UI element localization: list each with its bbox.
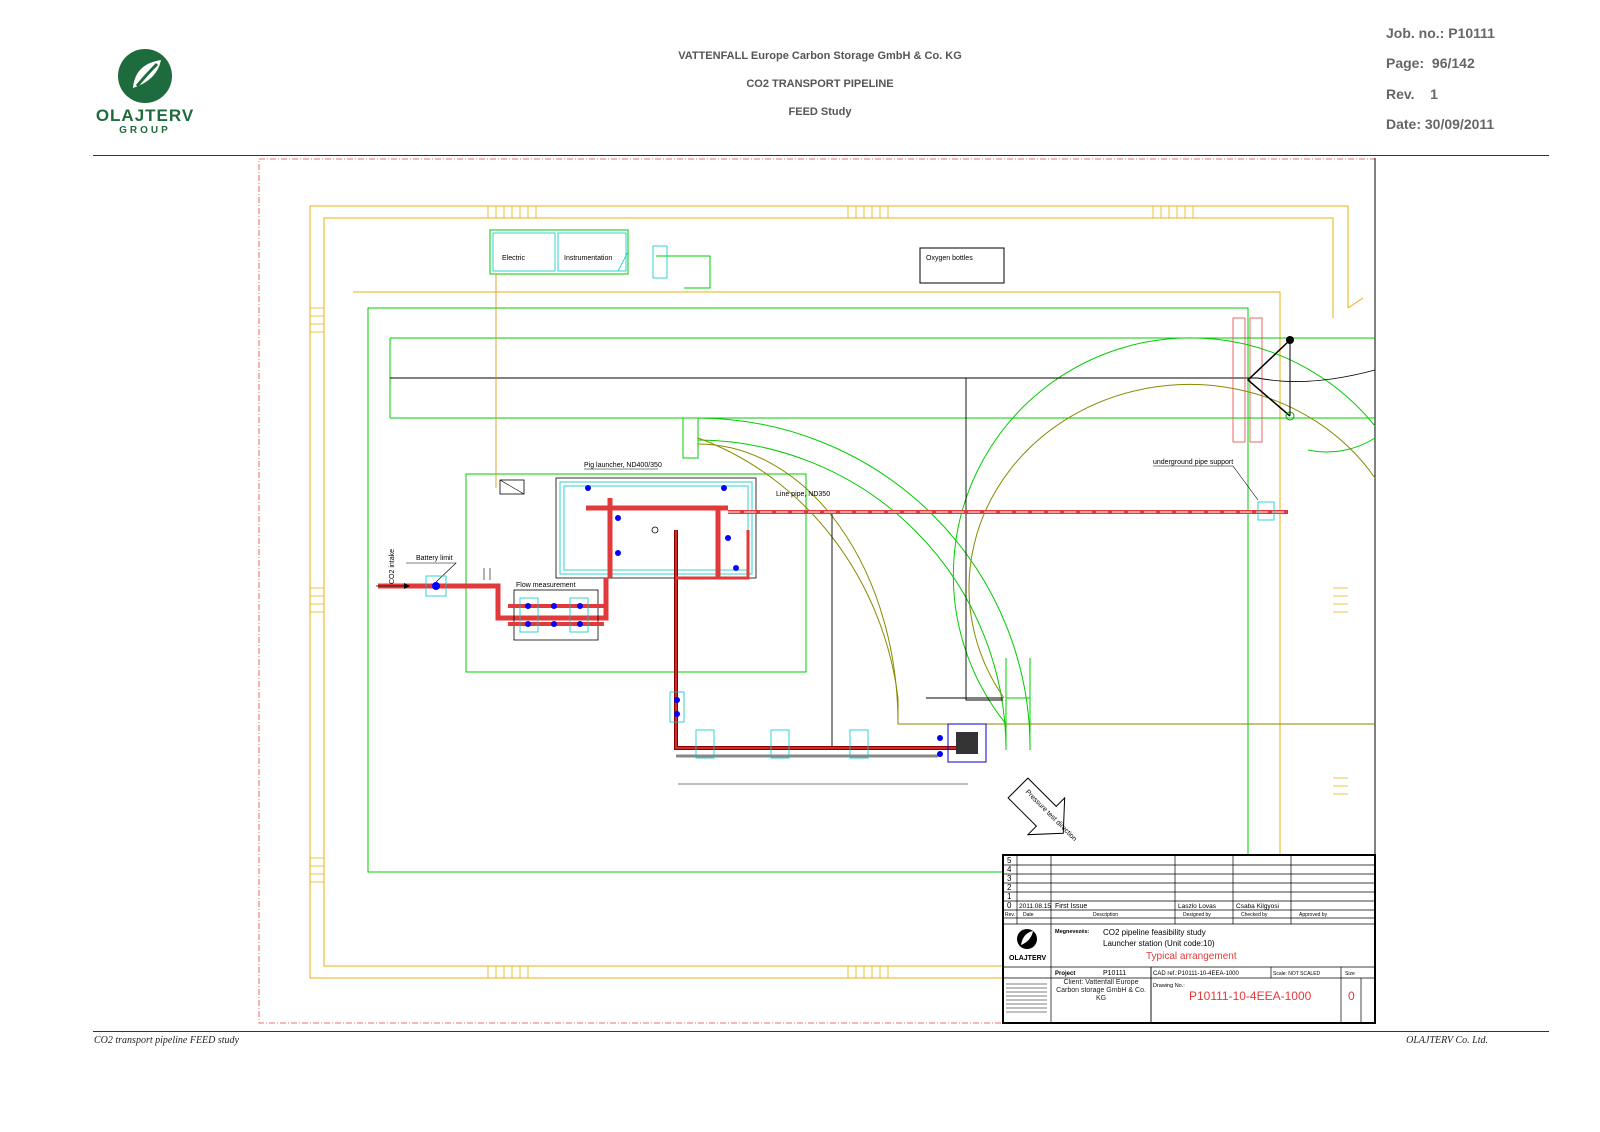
- revision-no: 0: [1348, 989, 1355, 1003]
- date: Date: 30/09/2011: [1386, 116, 1495, 132]
- gate: [1232, 317, 1295, 443]
- rev-4: 4: [1007, 865, 1012, 874]
- logo-name: OLAJTERV: [95, 106, 195, 125]
- drawing-no: P10111-10-4EEA-1000: [1189, 989, 1312, 1003]
- drawing-no-label: Drawing No.:: [1153, 983, 1185, 989]
- valve-groups: [669, 691, 987, 785]
- title-line-1: CO2 pipeline feasibility study: [1103, 928, 1206, 937]
- col-designed: Designed by: [1183, 912, 1211, 918]
- client: Client: Vattenfall Europe Carbon storage…: [1056, 979, 1146, 1002]
- battery-label: Battery limit: [416, 555, 453, 562]
- underground-support: underground pipe support Line pipe, ND35…: [776, 459, 1275, 521]
- study-line: FEED Study: [788, 106, 852, 118]
- client-line: VATTENFALL Europe Carbon Storage GmbH & …: [678, 50, 962, 62]
- rev-3: 3: [1007, 874, 1012, 883]
- footer-right: OLAJTERV Co. Ltd.: [1406, 1035, 1488, 1046]
- site-areas: [367, 255, 1376, 873]
- road-edges: [697, 383, 1376, 725]
- title-block: 5 4 3 2 1 0 2011.08.15 First Issue Laszl…: [1002, 854, 1376, 1024]
- revision: Rev. 1: [1386, 86, 1438, 102]
- megnevezes-label: Megnevezés:: [1055, 929, 1089, 935]
- page-number: Page: 96/142: [1386, 55, 1475, 71]
- rev0-date: 2011.08.15: [1019, 903, 1051, 910]
- olajterv-logo-icon: [118, 49, 172, 103]
- scale: Scale: NOT SCALED: [1273, 971, 1321, 977]
- oxygen-bottles: Oxygen bottles: [919, 247, 1005, 284]
- rev-2: 2: [1007, 883, 1012, 892]
- roads: [390, 369, 1376, 746]
- project-line: CO2 TRANSPORT PIPELINE: [746, 78, 894, 90]
- header-rule: [93, 155, 1549, 156]
- project-label: Project: [1055, 971, 1075, 977]
- pig-launcher-label: Pig launcher, ND400/350: [584, 462, 662, 469]
- rev0-designed: Laszlo Lovas: [1178, 903, 1217, 910]
- footer-left: CO2 transport pipeline FEED study: [94, 1035, 239, 1046]
- col-description: Description: [1093, 912, 1118, 918]
- size-label: Size: [1345, 971, 1355, 977]
- footer-rule: [93, 1031, 1549, 1032]
- rev-1: 1: [1007, 892, 1012, 901]
- rev-0: 0: [1007, 901, 1012, 910]
- battery-limit: Battery limit CO2 intake: [376, 549, 491, 597]
- project-value: P10111: [1103, 970, 1126, 977]
- col-date: Date: [1023, 912, 1034, 918]
- flow-measurement: Flow measurement: [508, 582, 604, 641]
- title-block-logo: OLAJTERV: [1009, 955, 1047, 962]
- logo-sub: GROUP: [119, 125, 171, 136]
- instrumentation-label: Instrumentation: [564, 255, 612, 262]
- electric-label: Electric: [502, 255, 525, 262]
- pipes: [378, 510, 1288, 758]
- cad-ref: CAD ref.:P10111-10-4EEA-1000: [1153, 971, 1239, 977]
- col-approved: Approved by: [1299, 912, 1328, 918]
- flow-label: Flow measurement: [516, 582, 576, 589]
- electric-building: Electric Instrumentation: [489, 229, 668, 279]
- title-line-2: Launcher station (Unit code:10): [1103, 939, 1215, 948]
- col-checked: Checked by: [1241, 912, 1268, 918]
- pipeline-drawing: Electric Instrumentation Oxygen bottles …: [258, 158, 1376, 1024]
- rev-5: 5: [1007, 856, 1012, 865]
- line-pipe-label: Line pipe, ND350: [776, 491, 830, 498]
- col-rev: Rev.: [1005, 912, 1015, 918]
- pressure-test-arrow: Pressure test direction: [1007, 777, 1078, 843]
- job-number: Job. no.: P10111: [1386, 25, 1495, 41]
- co2-intake-label: CO2 intake: [389, 549, 396, 584]
- rev0-description: First Issue: [1055, 903, 1087, 910]
- pig-launcher: Pig launcher, ND400/350: [555, 462, 757, 579]
- rev0-checked: Csaba Kilgyosi: [1236, 903, 1279, 910]
- svg-text:Oxygen bottles: Oxygen bottles: [926, 255, 973, 262]
- underground-label: underground pipe support: [1153, 459, 1233, 466]
- title-line-3: Typical arrangement: [1146, 951, 1237, 962]
